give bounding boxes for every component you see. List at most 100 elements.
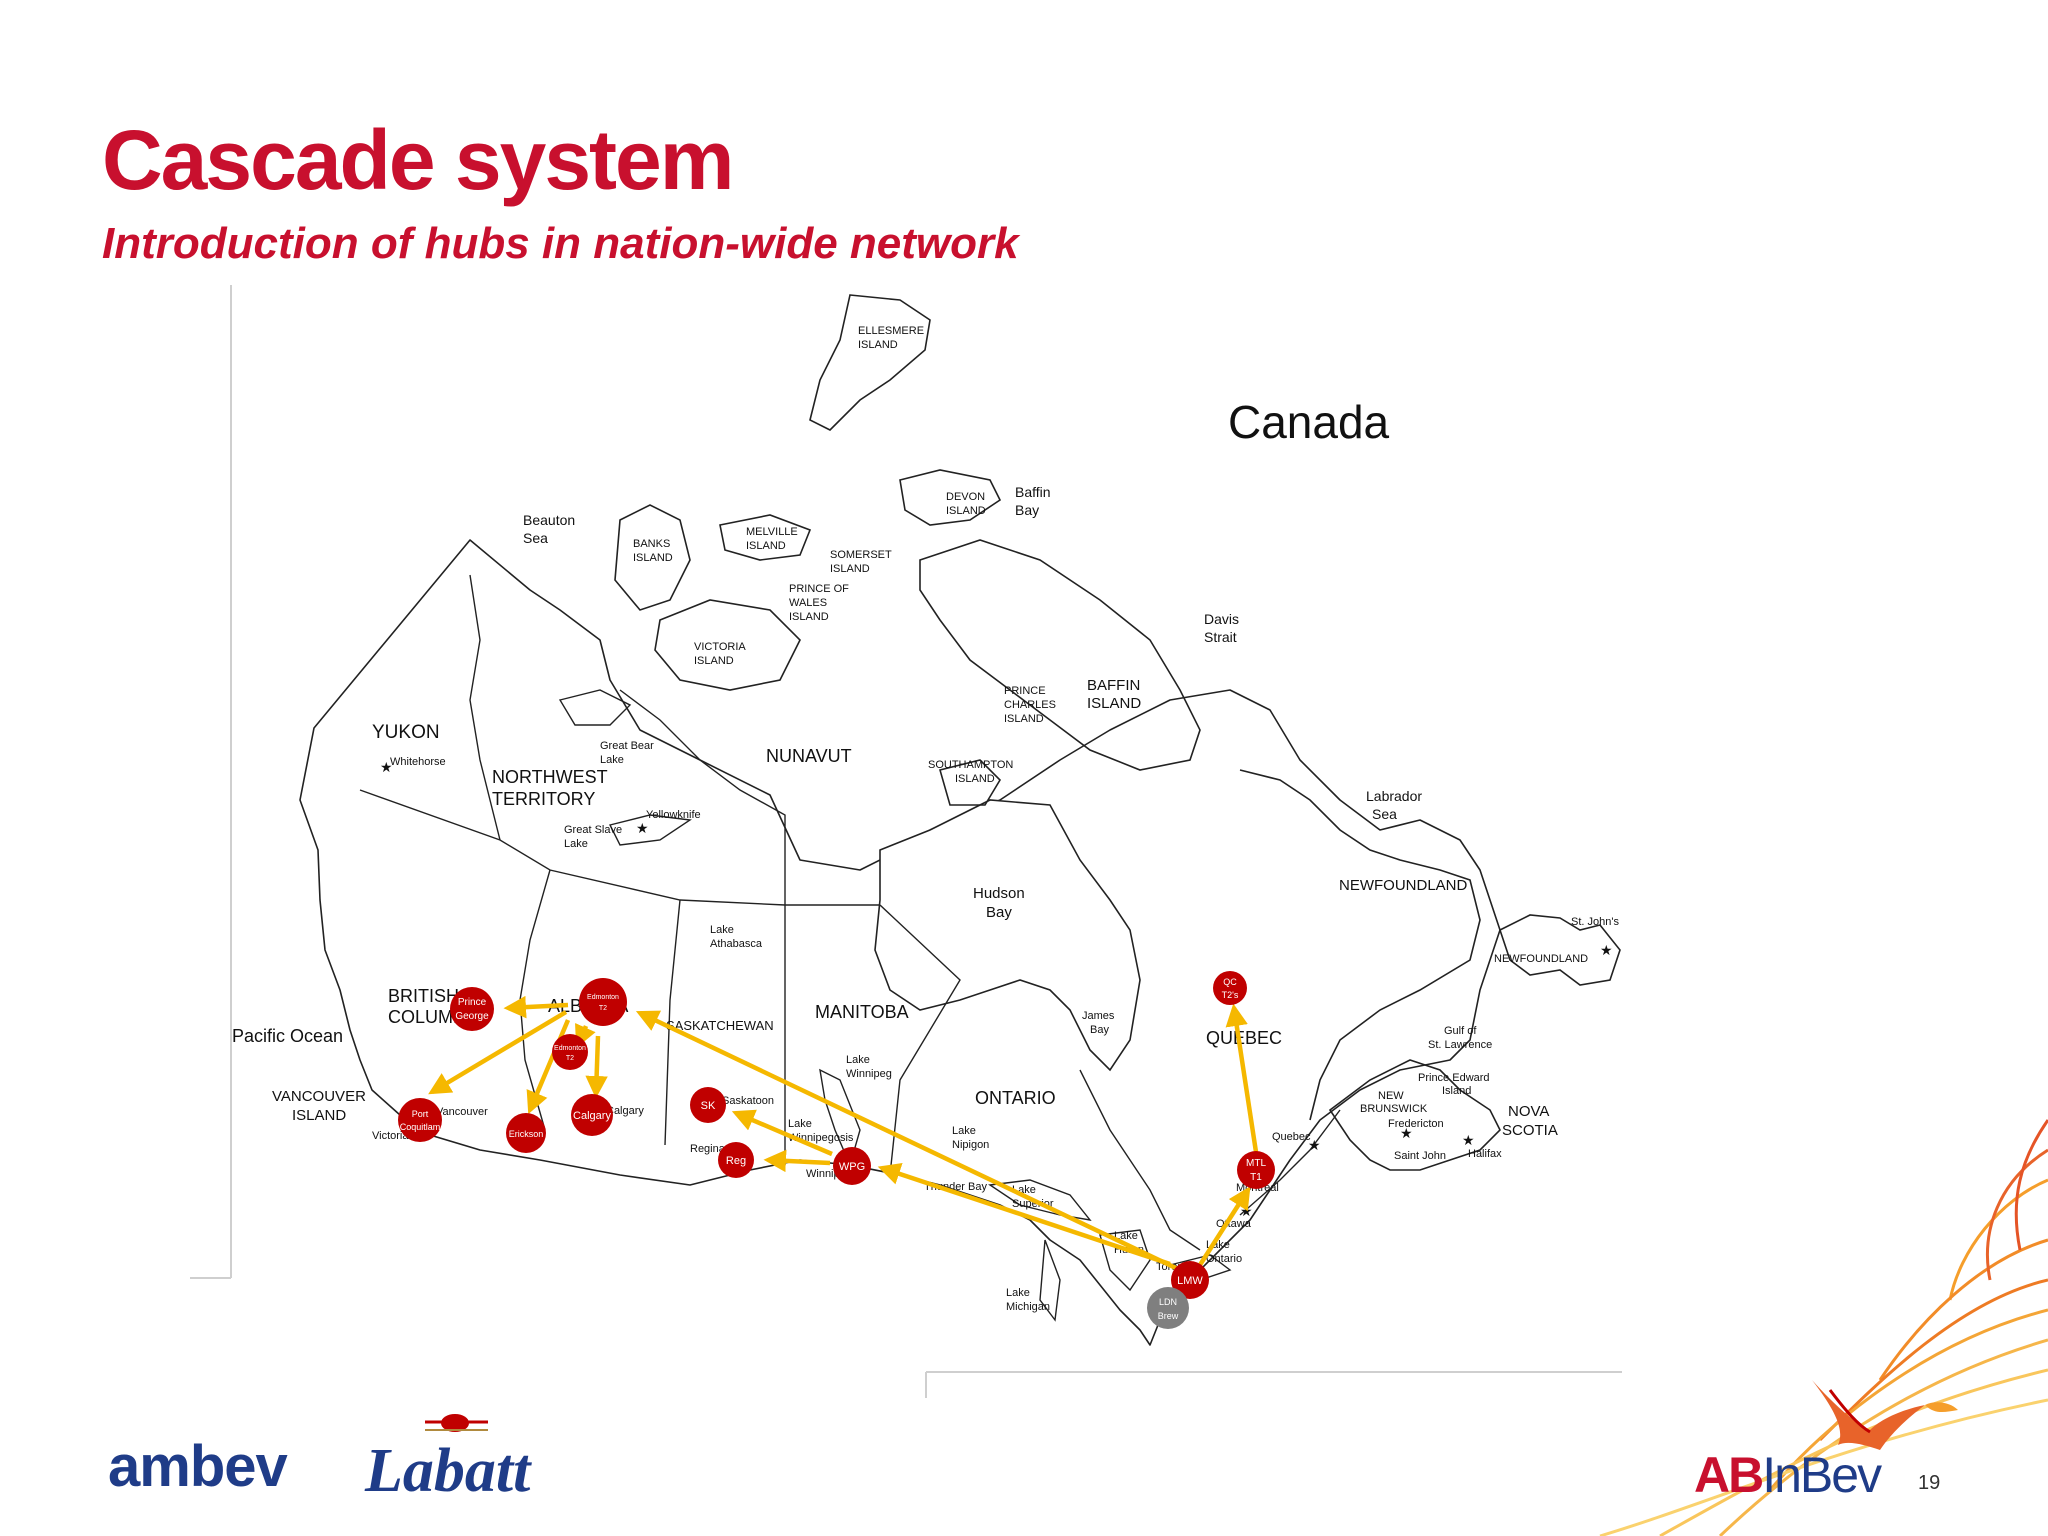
- star-whitehorse: ★: [380, 759, 393, 775]
- border-manitoba-ontario: [879, 904, 961, 1176]
- svg-text:T2's: T2's: [1222, 990, 1239, 1000]
- svg-text:LDN: LDN: [1159, 1297, 1177, 1307]
- svg-text:Reg: Reg: [726, 1155, 746, 1167]
- label-pacific: Pacific Ocean: [232, 1026, 343, 1046]
- arrow-lmw-to-edmonton: [635, 1010, 1181, 1273]
- star-fredericton: ★: [1400, 1125, 1413, 1141]
- svg-text:Brew: Brew: [1158, 1311, 1179, 1321]
- svg-text:T1: T1: [1250, 1172, 1262, 1183]
- arrow-edm-to-port-coquitlam: [428, 1010, 568, 1095]
- svg-text:Edmonton: Edmonton: [587, 994, 619, 1001]
- ambev-logo: ambev: [108, 1434, 288, 1499]
- label-ontario: ONTARIO: [975, 1088, 1056, 1108]
- label-newfoundland-island: NEWFOUNDLAND: [1494, 953, 1588, 965]
- border-alberta-sask: [664, 899, 681, 1146]
- hub-prince-george: Prince George: [450, 987, 494, 1031]
- svg-text:Port: Port: [412, 1109, 429, 1119]
- labatt-logo: Labatt: [365, 1437, 531, 1505]
- cascade-arrows: [428, 995, 1259, 1273]
- svg-text:T2: T2: [599, 1005, 607, 1012]
- lake-superior-outline: [988, 1179, 1092, 1221]
- slide-subtitle: Introduction of hubs in nation-wide netw…: [102, 219, 1019, 268]
- arrow-wpg-to-sk: [731, 1109, 833, 1157]
- newfoundland-island-outline: [1499, 914, 1621, 986]
- abinbev-logo: ABInBev: [1694, 1447, 1882, 1503]
- arrow-edm-to-prince-george: [503, 995, 569, 1019]
- label-regina: Regina: [690, 1143, 726, 1155]
- arrow-mtl-to-qc: [1225, 1003, 1259, 1153]
- border-ontario-quebec: [1079, 1069, 1201, 1251]
- hub-reg: Reg: [718, 1142, 754, 1178]
- label-calgary-city: Calgary: [606, 1105, 644, 1117]
- svg-text:LMW: LMW: [1177, 1275, 1203, 1287]
- lake-michigan-outline: [1039, 1239, 1061, 1322]
- hub-lmw: LMW: [1171, 1261, 1209, 1299]
- arrow-edm-small-to-calgary: [585, 1035, 608, 1099]
- svg-text:T2: T2: [566, 1055, 574, 1062]
- canada-title: Canada: [1228, 396, 1390, 448]
- svg-text:Edmonton: Edmonton: [554, 1045, 586, 1052]
- hub-port-coquitlam: Port Coquitlam: [398, 1098, 442, 1142]
- label-nunavut: NUNAVUT: [766, 746, 852, 766]
- svg-text:Coquitlam: Coquitlam: [400, 1122, 441, 1132]
- great-slave-lake-outline: [608, 814, 692, 846]
- labatt-crest-icon: [425, 1414, 488, 1432]
- hub-erickson: Erickson: [506, 1113, 546, 1153]
- label-newfoundland: NEWFOUNDLAND: [1339, 877, 1468, 894]
- banks-island-outline: [614, 504, 691, 611]
- label-vancouver: Vancouver: [436, 1106, 488, 1118]
- southampton-island-outline: [939, 759, 1002, 806]
- label-yukon: YUKON: [372, 722, 440, 743]
- arrow-lmw-to-mtl: [1196, 1186, 1251, 1270]
- slide-title: Cascade system: [102, 113, 734, 207]
- label-halifax: Halifax: [1468, 1148, 1502, 1160]
- arrow-wpg-to-reg: [763, 1149, 831, 1173]
- svg-text:George: George: [455, 1011, 489, 1022]
- arrow-lmw-to-wpg: [877, 1163, 1171, 1267]
- label-quebec-province: QUEBEC: [1206, 1028, 1282, 1048]
- svg-text:SK: SK: [701, 1100, 716, 1112]
- baffin-island-outline: [919, 539, 1201, 771]
- arrow-edm-to-erickson: [526, 1019, 571, 1115]
- hub-qc-t2: QC T2's: [1213, 971, 1247, 1005]
- label-thunder-bay: Thunder Bay: [924, 1181, 987, 1193]
- st-lawrence-river: [1239, 1109, 1341, 1216]
- labrador-outline: [1239, 769, 1481, 1121]
- abinbev-eagle-icon: [1812, 1380, 1958, 1450]
- hub-sk: SK: [690, 1087, 726, 1123]
- label-st-johns: St. John's: [1571, 916, 1619, 928]
- border-60th-parallel: [359, 789, 880, 906]
- melville-island-outline: [719, 514, 812, 561]
- label-whitehorse: Whitehorse: [390, 756, 446, 768]
- abinbev-logo-ab: AB: [1694, 1447, 1764, 1503]
- devon-island-outline: [899, 469, 1002, 526]
- star-quebec: ★: [1308, 1137, 1321, 1153]
- hub-wpg: WPG: [833, 1147, 871, 1185]
- star-halifax: ★: [1462, 1132, 1475, 1148]
- label-saint-john: Saint John: [1394, 1150, 1446, 1162]
- svg-text:Calgary: Calgary: [573, 1110, 611, 1122]
- star-yellowknife: ★: [636, 820, 649, 836]
- svg-text:MTL: MTL: [1246, 1158, 1266, 1169]
